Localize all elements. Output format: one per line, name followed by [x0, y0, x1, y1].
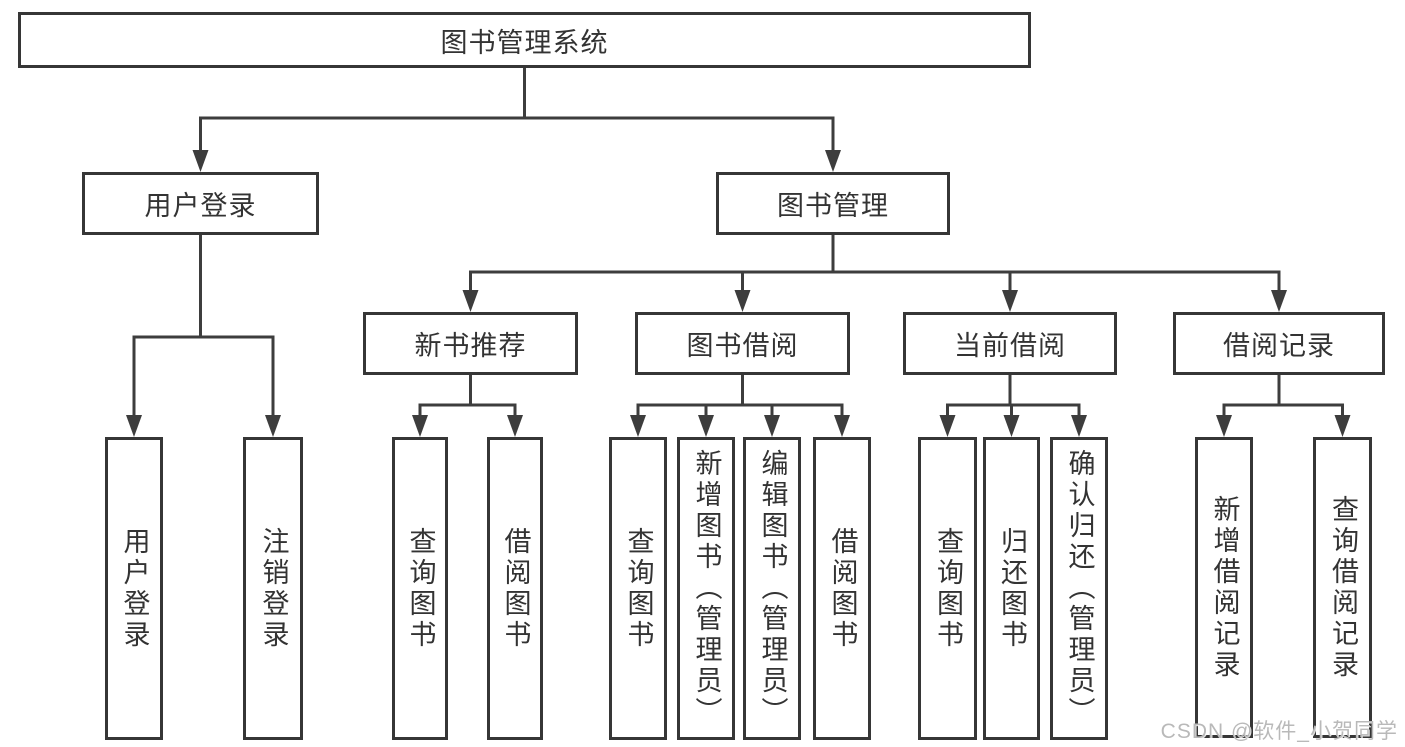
node-leaf-bb-edit: 编辑图书（管理员）: [743, 437, 801, 740]
node-label: 查询图书: [405, 526, 436, 651]
node-label: 借阅图书: [500, 526, 531, 651]
arrowhead: [764, 415, 780, 437]
node-label: 确认归还（管理员）: [1064, 449, 1095, 728]
node-leaf-logout: 注销登录: [243, 437, 303, 740]
arrowhead: [462, 290, 479, 312]
arrowhead: [734, 290, 751, 312]
node-label: 注销登录: [258, 526, 289, 651]
arrowhead: [630, 415, 646, 437]
arrowhead: [192, 150, 209, 172]
node-leaf-nbr-borrow: 借阅图书: [487, 437, 543, 740]
node-leaf-nbr-query: 查询图书: [392, 437, 448, 740]
arrowhead: [412, 415, 428, 437]
node-label: 归还图书: [997, 526, 1027, 651]
node-label: 图书借阅: [686, 331, 799, 361]
node-label: 用户登录: [144, 191, 257, 221]
node-leaf-br-add: 新增借阅记录: [1195, 437, 1253, 738]
node-leaf-bb-borrow: 借阅图书: [813, 437, 871, 740]
arrowhead: [1216, 415, 1232, 437]
arrowhead: [698, 415, 714, 437]
node-label: 当前借阅: [954, 331, 1066, 361]
node-leaf-bb-add: 新增图书（管理员）: [677, 437, 735, 740]
node-leaf-bb-query: 查询图书: [609, 437, 667, 740]
node-label: 编辑图书（管理员）: [757, 449, 788, 728]
arrowhead: [1002, 290, 1018, 312]
arrowhead: [1271, 290, 1287, 312]
node-label: 借阅图书: [827, 526, 858, 651]
node-book-mgmt: 图书管理: [716, 172, 950, 235]
node-label: 借阅记录: [1223, 331, 1335, 361]
node-leaf-cb-confirm: 确认归还（管理员）: [1050, 437, 1108, 740]
node-user-login: 用户登录: [82, 172, 319, 235]
node-label: 新增借阅记录: [1209, 494, 1240, 681]
watermark: CSDN @软件_小贺同学: [1160, 720, 1398, 743]
arrowhead: [126, 415, 142, 437]
node-leaf-cb-query: 查询图书: [918, 437, 977, 740]
arrowhead: [825, 150, 841, 172]
node-label: 查询借阅记录: [1328, 494, 1358, 681]
node-leaf-user-login: 用户登录: [105, 437, 163, 740]
node-label: 新书推荐: [414, 331, 527, 361]
node-book-borrow: 图书借阅: [635, 312, 850, 375]
node-label: 用户登录: [119, 526, 150, 651]
node-label: 查询图书: [623, 526, 654, 651]
node-root: 图书管理系统: [18, 12, 1031, 68]
arrowhead: [1334, 415, 1351, 437]
node-leaf-br-query: 查询借阅记录: [1313, 437, 1372, 738]
arrowhead: [507, 415, 523, 437]
node-label: 查询图书: [933, 526, 963, 651]
arrowhead: [265, 415, 281, 437]
node-label: 新增图书（管理员）: [691, 449, 722, 728]
arrowhead: [1071, 415, 1087, 437]
node-label: 图书管理系统: [440, 27, 609, 58]
arrowhead: [939, 415, 956, 437]
arrowhead: [834, 415, 850, 437]
arrowhead: [1003, 415, 1020, 437]
node-borrow-record: 借阅记录: [1173, 312, 1385, 375]
node-leaf-cb-return: 归还图书: [983, 437, 1040, 740]
node-new-book-rec: 新书推荐: [363, 312, 578, 375]
node-current-borrow: 当前借阅: [903, 312, 1117, 375]
node-label: 图书管理: [777, 191, 889, 221]
